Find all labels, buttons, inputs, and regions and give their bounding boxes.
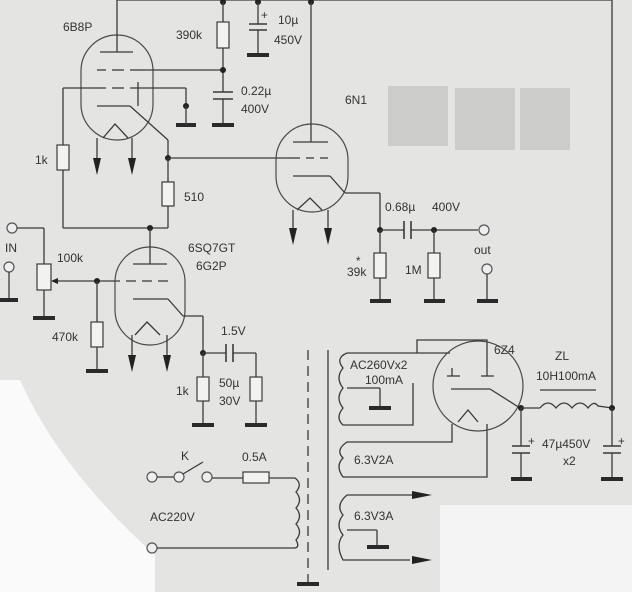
potentiometer-100k[interactable]	[33, 228, 120, 320]
label-390k: 390k	[176, 28, 203, 42]
resistor-510	[147, 155, 290, 231]
label-in: IN	[5, 241, 17, 255]
output-terminals[interactable]	[477, 224, 498, 303]
label-zl: ZL	[555, 349, 569, 363]
label-30v: 30V	[219, 394, 240, 408]
resistor-1k-grid	[56, 144, 150, 229]
label-400v-b: 400V	[432, 200, 460, 214]
tube-label-6sq7gt: 6SQ7GT	[188, 241, 236, 255]
resistor-470k	[86, 281, 108, 373]
label-0-5a: 0.5A	[242, 450, 267, 464]
tube-6n1	[275, 2, 381, 245]
input-terminals[interactable]	[0, 222, 44, 302]
label-x2: x2	[563, 454, 576, 468]
capacitor-10u: +	[247, 2, 269, 57]
label-47u450v: 47µ450V	[542, 437, 590, 451]
label-out: out	[474, 243, 491, 257]
fuse-0-5a	[242, 471, 270, 484]
label-6-3v2a: 6.3V2A	[354, 453, 393, 467]
scan-blank-area-right	[440, 505, 632, 592]
tube-6b8p	[62, 0, 223, 175]
capacitor-0-22u	[212, 91, 234, 127]
tube-label-6b8p: 6B8P	[63, 20, 92, 34]
output-network	[370, 221, 478, 303]
svg-text:+: +	[528, 436, 535, 448]
filter-capacitors: + +	[511, 408, 625, 481]
mains-switch-k[interactable]	[146, 461, 213, 483]
label-470k: 470k	[52, 330, 79, 344]
scan-blank-area	[0, 380, 155, 592]
svg-text:+: +	[261, 10, 268, 22]
resistor-390k	[216, 2, 230, 92]
tube-6sq7gt	[114, 228, 204, 372]
mains-terminal-2[interactable]	[146, 542, 158, 554]
svg-text:+: +	[618, 436, 625, 448]
label-1k-top: 1k	[35, 153, 49, 167]
label-ac260v: AC260Vx2	[350, 358, 408, 372]
label-ac220v: AC220V	[150, 510, 195, 524]
label-39k: 39k	[347, 265, 367, 279]
label-39k-mark: *	[356, 256, 361, 268]
label-50u: 50µ	[219, 376, 239, 390]
label-10h100ma: 10H100mA	[536, 369, 596, 383]
label-1k-cathode: 1k	[176, 384, 190, 398]
label-0-68u: 0.68µ	[385, 200, 415, 214]
label-100k: 100k	[57, 251, 84, 265]
label-100ma: 100mA	[365, 373, 403, 387]
tube-label-6z4: 6Z4	[494, 343, 515, 357]
label-0-22u: 0.22µ	[241, 84, 271, 98]
cathode-network	[192, 344, 267, 427]
label-10u: 10µ	[278, 13, 298, 27]
label-1-5v: 1.5V	[221, 324, 246, 338]
tube-label-6n1: 6N1	[345, 93, 367, 107]
label-1m: 1M	[405, 263, 422, 277]
tube-6z4	[432, 340, 524, 432]
label-450v: 450V	[274, 33, 302, 47]
label-400v-a: 400V	[241, 102, 269, 116]
label-6-3v3a: 6.3V3A	[354, 509, 393, 523]
tube-label-6g2p: 6G2P	[196, 259, 227, 273]
background-bleed-text	[388, 86, 570, 150]
power-transformer	[155, 339, 488, 586]
label-510: 510	[184, 190, 204, 204]
label-k: K	[181, 449, 189, 463]
